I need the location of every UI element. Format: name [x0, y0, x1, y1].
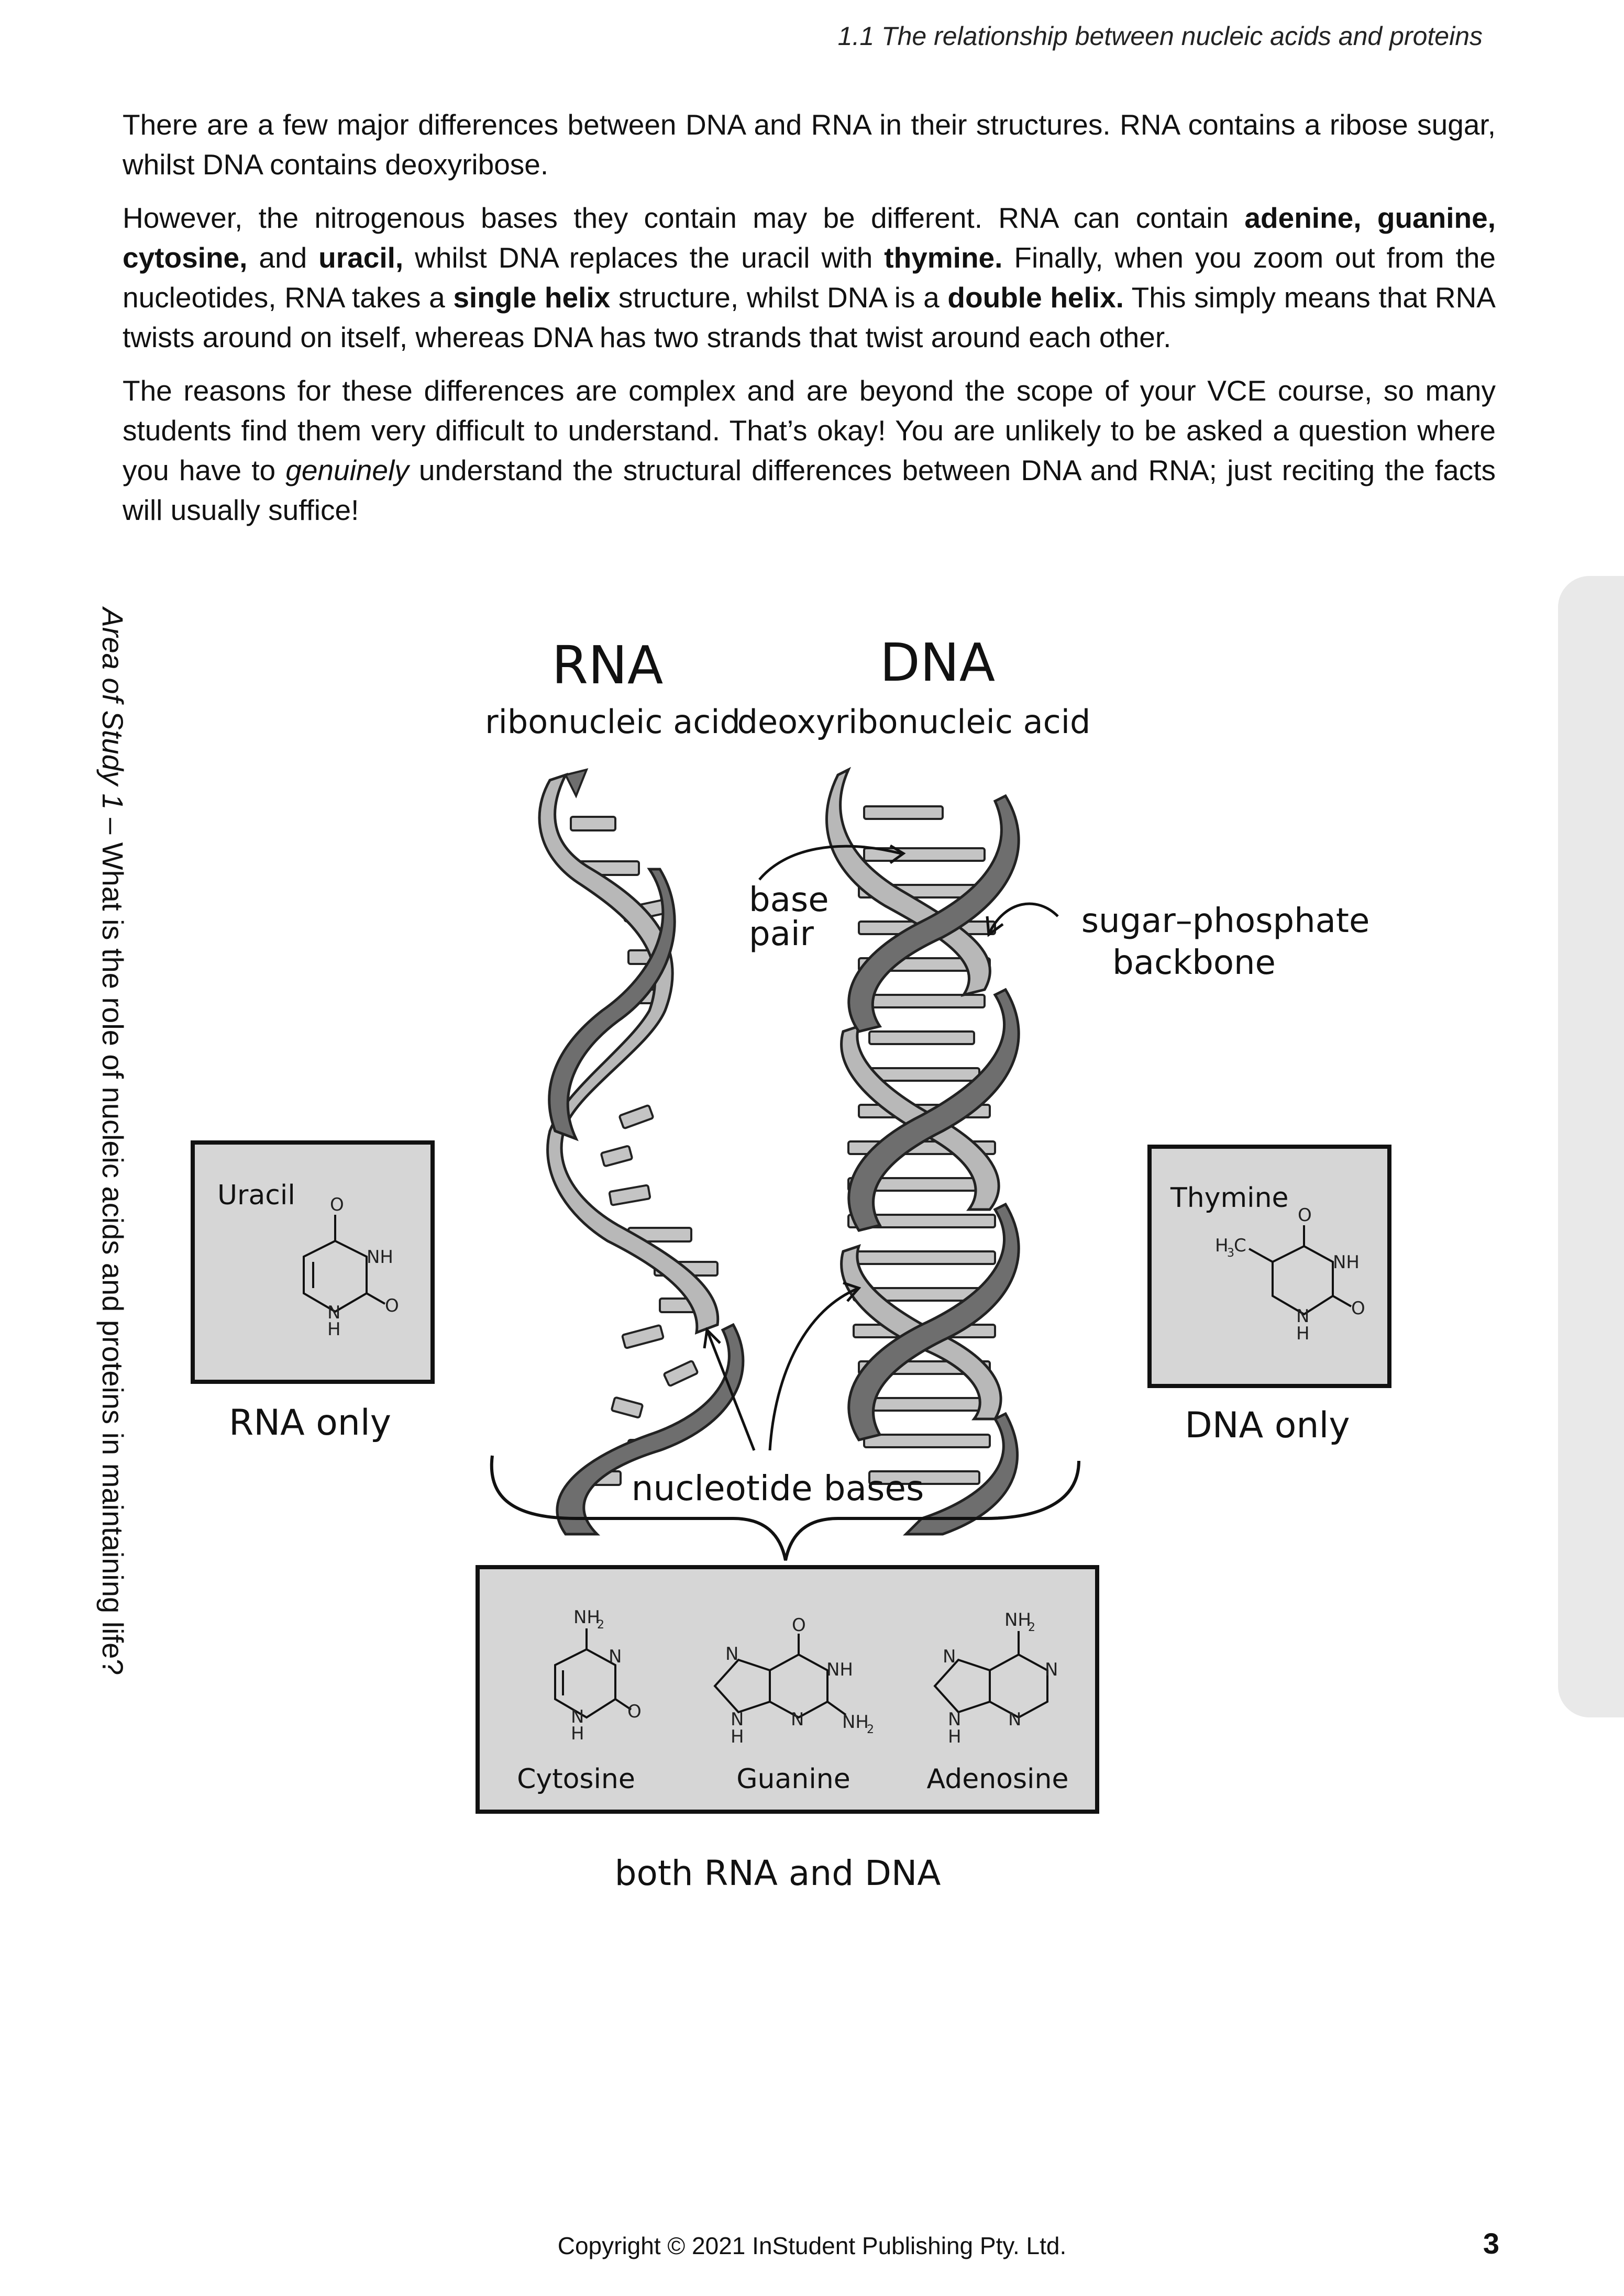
copyright: Copyright © 2021 InStudent Publishing Pt…	[557, 2232, 1067, 2259]
backbone-label-2: backbone	[1112, 944, 1276, 982]
adenosine-h: H	[948, 1726, 962, 1747]
adenosine-label: Adenosine	[927, 1763, 1069, 1795]
both-label: both RNA and DNA	[615, 1853, 941, 1893]
cytosine-nh2-sub: 2	[597, 1618, 604, 1632]
nucleotide-bases-label: nucleotide bases	[632, 1468, 924, 1509]
thymine-nh: NH	[1333, 1252, 1360, 1273]
cytosine-h: H	[571, 1723, 584, 1744]
guanine-nh2: NH	[842, 1712, 869, 1733]
side-tab	[1558, 576, 1624, 1717]
guanine-n1: N	[725, 1644, 738, 1665]
thymine-o-top: O	[1298, 1205, 1312, 1226]
thymine-h3c-c: C	[1234, 1235, 1246, 1256]
uracil-box: Uracil O NH O N H	[191, 1140, 435, 1384]
guanine-n3: N	[791, 1709, 804, 1730]
base-pair-label-1: base	[749, 881, 829, 919]
cytosine-label: Cytosine	[517, 1763, 635, 1795]
paragraph-2: However, the nitrogenous bases they cont…	[123, 202, 1496, 353]
guanine-label: Guanine	[736, 1763, 850, 1795]
adenosine-nh2-sub: 2	[1028, 1621, 1035, 1634]
uracil-o-right: O	[385, 1295, 399, 1316]
adenosine-n2: N	[1045, 1659, 1058, 1680]
nucleotide-arrow-1	[705, 1329, 756, 1451]
backbone-arrow	[988, 902, 1059, 933]
uracil-o-top: O	[330, 1194, 344, 1215]
guanine-o: O	[792, 1615, 806, 1636]
adenosine-n4: N	[1008, 1709, 1021, 1730]
curly-brace	[490, 1455, 1080, 1561]
paragraph-3: The reasons for these differences are co…	[123, 374, 1496, 526]
adenosine-n1: N	[943, 1646, 956, 1667]
guanine-nh: NH	[826, 1659, 853, 1680]
rna-subtitle: ribonucleic acid	[485, 703, 741, 741]
thymine-h: H	[1296, 1323, 1310, 1344]
adenosine-n3: N	[948, 1709, 961, 1730]
page-number: 3	[1483, 2227, 1499, 2260]
shared-bases-box: NH 2 N O N H Cytosine O N NH N H N NH 2 …	[476, 1565, 1099, 1814]
dna-only-label: DNA only	[1185, 1405, 1350, 1446]
uracil-label: Uracil	[217, 1180, 295, 1211]
backbone-label-1: sugar–phosphate	[1081, 902, 1370, 940]
uracil-nh: NH	[367, 1247, 393, 1268]
guanine-nh2-sub: 2	[867, 1723, 874, 1736]
adenosine-nh2: NH	[1004, 1610, 1031, 1631]
dna-dark-strand	[847, 794, 1020, 1536]
nucleotide-arrow-2	[768, 1286, 859, 1451]
rna-only-label: RNA only	[229, 1402, 391, 1444]
rna-title: RNA	[552, 635, 664, 696]
cytosine-n1: N	[609, 1646, 622, 1667]
thymine-n: N	[1296, 1306, 1309, 1327]
uracil-h: H	[327, 1319, 341, 1340]
guanine-n2: N	[731, 1709, 744, 1730]
uracil-n: N	[327, 1302, 340, 1323]
thymine-h3c-sub: 3	[1227, 1247, 1234, 1260]
thymine-o-right: O	[1351, 1298, 1365, 1319]
running-header: 1.1 The relationship between nucleic aci…	[837, 21, 1483, 51]
cytosine-nh2: NH	[573, 1607, 600, 1628]
thymine-box: Thymine O H 3 C NH O N H	[1147, 1145, 1391, 1388]
base-pair-label-2: pair	[749, 915, 814, 953]
base-pair-arrow	[758, 845, 901, 881]
dna-helix	[825, 767, 1020, 1536]
body-text: There are a few major differences betwee…	[123, 105, 1496, 544]
dna-subtitle: deoxyribonucleic acid	[737, 703, 1091, 741]
thymine-h3c-h: H	[1215, 1235, 1229, 1256]
rna-backbone-dark-2	[556, 1323, 745, 1536]
rna-helix	[538, 768, 745, 1536]
dna-rna-diagram: RNA ribonucleic acid DNA deoxyribonuclei…	[191, 632, 1391, 1893]
thymine-label: Thymine	[1170, 1182, 1289, 1214]
cytosine-n2: N	[571, 1706, 584, 1727]
paragraph-1: There are a few major differences betwee…	[123, 108, 1496, 181]
rna-backbone-dark	[548, 868, 676, 1141]
guanine-h: H	[731, 1726, 744, 1747]
cytosine-o: O	[627, 1701, 642, 1722]
dna-title: DNA	[880, 632, 995, 693]
